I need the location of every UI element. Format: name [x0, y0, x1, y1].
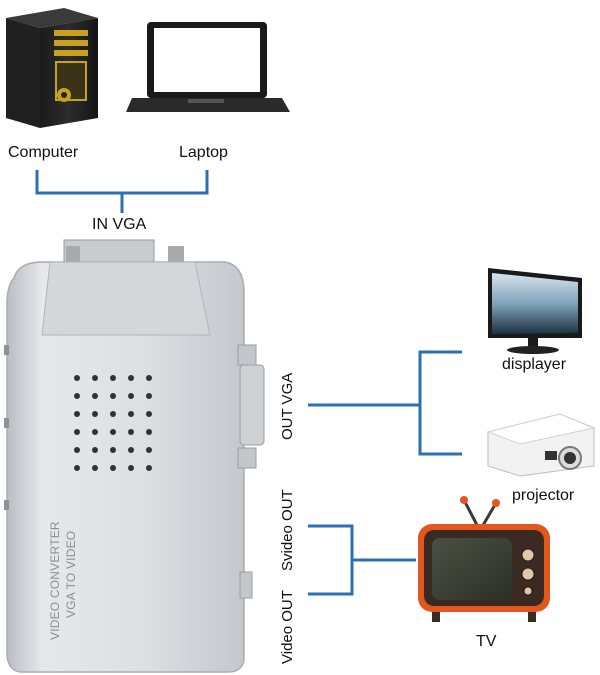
- video-out-label: Video OUT: [279, 590, 296, 664]
- device-text-line1: VIDEO CONVERTER: [48, 521, 62, 640]
- projector-icon: [486, 413, 596, 477]
- out-vga-label: OUT VGA: [279, 372, 296, 440]
- computer-label: Computer: [8, 144, 79, 161]
- output-connector-lines: [308, 350, 462, 596]
- monitor-icon: [488, 268, 582, 354]
- computer-icon: [6, 8, 98, 128]
- projector-label: projector: [512, 487, 575, 504]
- svideo-out-label: Svideo OUT: [279, 489, 296, 571]
- tv-icon: [418, 496, 550, 622]
- laptop-label: Laptop: [179, 144, 228, 161]
- in-vga-label: IN VGA: [92, 216, 147, 233]
- tv-label: TV: [476, 633, 497, 650]
- laptop-icon: [126, 22, 290, 112]
- input-connector-lines: [35, 170, 209, 213]
- displayer-label: displayer: [502, 356, 567, 373]
- device-text-line2: VGA TO VIDEO: [64, 530, 78, 618]
- video-converter-device: [4, 239, 265, 673]
